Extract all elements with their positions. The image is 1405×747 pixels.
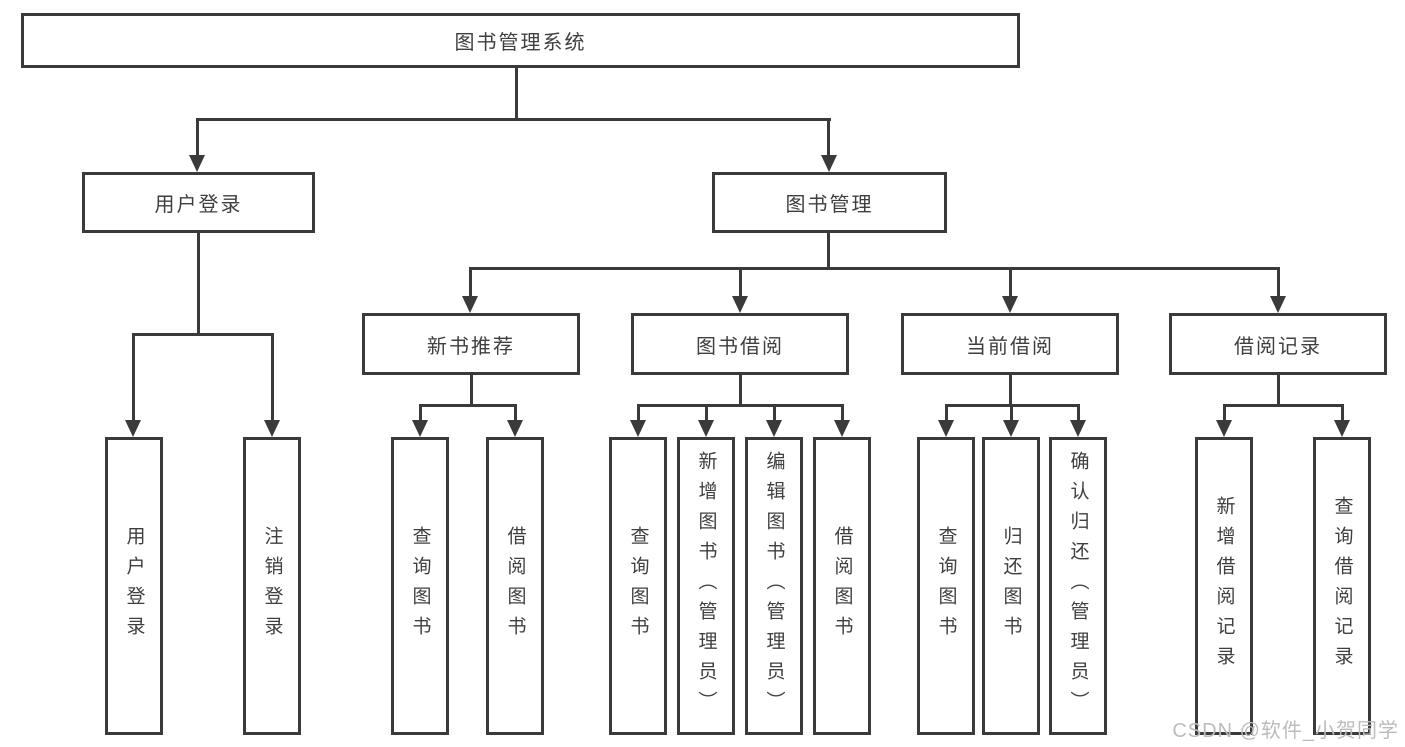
leaf-label: 查询图书 <box>935 526 957 646</box>
leaf-add-book-admin: 新增图书（管理员） <box>677 437 735 735</box>
leaf-label: 借阅图书 <box>504 526 526 646</box>
csdn-watermark: CSDN @软件_小贺同学 <box>1172 720 1399 742</box>
connector-line <box>514 404 517 422</box>
connector-line <box>841 404 844 422</box>
node-book-management: 图书管理 <box>712 172 947 233</box>
arrow-down-icon <box>507 420 523 437</box>
connector-line <box>1010 404 1013 422</box>
leaf-label: 查询图书 <box>409 526 431 646</box>
connector-line <box>1223 404 1226 422</box>
leaf-logout: 注销登录 <box>243 437 301 735</box>
node-library-management-system: 图书管理系统 <box>21 13 1020 68</box>
connector-line <box>1009 267 1012 297</box>
leaf-return-books: 归还图书 <box>982 437 1040 735</box>
leaf-label: 新增图书（管理员） <box>695 451 717 721</box>
arrow-down-icon <box>1003 420 1019 437</box>
node-current-borrowing: 当前借阅 <box>901 313 1119 375</box>
arrow-down-icon <box>1216 420 1232 437</box>
arrow-down-icon <box>821 155 837 172</box>
leaf-label: 借阅图书 <box>831 526 853 646</box>
arrow-down-icon <box>125 420 141 437</box>
leaf-label: 用户登录 <box>123 526 145 646</box>
arrow-down-icon <box>1334 420 1350 437</box>
connector-line <box>1223 404 1344 407</box>
connector-line <box>132 333 274 336</box>
arrow-down-icon <box>630 420 646 437</box>
arrow-down-icon <box>462 296 478 313</box>
leaf-query-books-recommend: 查询图书 <box>391 437 449 735</box>
leaf-borrow-books-recommend: 借阅图书 <box>486 437 544 735</box>
leaf-label: 注销登录 <box>261 526 283 646</box>
arrow-down-icon <box>698 420 714 437</box>
arrow-down-icon <box>1070 420 1086 437</box>
arrow-down-icon <box>732 296 748 313</box>
connector-line <box>271 333 274 421</box>
arrow-down-icon <box>189 155 205 172</box>
node-borrowing-records: 借阅记录 <box>1169 313 1387 375</box>
connector-line <box>945 404 948 422</box>
connector-line <box>827 233 830 270</box>
leaf-label: 查询借阅记录 <box>1331 496 1353 676</box>
arrow-down-icon <box>766 420 782 437</box>
arrow-down-icon <box>1270 296 1286 313</box>
connector-line <box>196 118 199 158</box>
arrow-down-icon <box>834 420 850 437</box>
arrow-down-icon <box>412 420 428 437</box>
arrow-down-icon <box>938 420 954 437</box>
connector-line <box>197 233 200 335</box>
connector-line <box>739 375 742 406</box>
connector-line <box>469 267 472 297</box>
connector-line <box>1009 375 1012 406</box>
leaf-borrow-books: 借阅图书 <box>813 437 871 735</box>
connector-line <box>1077 404 1080 422</box>
leaf-label: 确认归还（管理员） <box>1067 451 1089 721</box>
arrow-down-icon <box>264 420 280 437</box>
node-new-book-recommendation: 新书推荐 <box>362 313 580 375</box>
leaf-add-borrow-record: 新增借阅记录 <box>1195 437 1253 735</box>
node-book-borrowing: 图书借阅 <box>631 313 849 375</box>
connector-line <box>739 267 742 297</box>
connector-line <box>637 404 640 422</box>
leaf-user-login: 用户登录 <box>105 437 163 735</box>
leaf-query-borrow-record: 查询借阅记录 <box>1313 437 1371 735</box>
connector-line <box>469 267 1280 270</box>
connector-line <box>196 118 831 121</box>
connector-line <box>1341 404 1344 422</box>
leaf-label: 新增借阅记录 <box>1213 496 1235 676</box>
connector-line <box>1277 267 1280 297</box>
arrow-down-icon <box>1002 296 1018 313</box>
leaf-label: 归还图书 <box>1000 526 1022 646</box>
connector-line <box>132 333 135 421</box>
connector-line <box>470 375 473 406</box>
connector-line <box>827 118 830 158</box>
node-user-login: 用户登录 <box>82 172 315 233</box>
leaf-label: 查询图书 <box>627 526 649 646</box>
connector-line <box>637 404 844 407</box>
leaf-query-books-borrowing: 查询图书 <box>609 437 667 735</box>
connector-line <box>1277 375 1280 406</box>
connector-line <box>705 404 708 422</box>
connector-line <box>419 404 517 407</box>
connector-line <box>515 68 518 118</box>
leaf-edit-book-admin: 编辑图书（管理员） <box>745 437 803 735</box>
leaf-label: 编辑图书（管理员） <box>763 451 785 721</box>
connector-line <box>419 404 422 422</box>
leaf-confirm-return-admin: 确认归还（管理员） <box>1049 437 1107 735</box>
leaf-query-books-current: 查询图书 <box>917 437 975 735</box>
connector-line <box>773 404 776 422</box>
